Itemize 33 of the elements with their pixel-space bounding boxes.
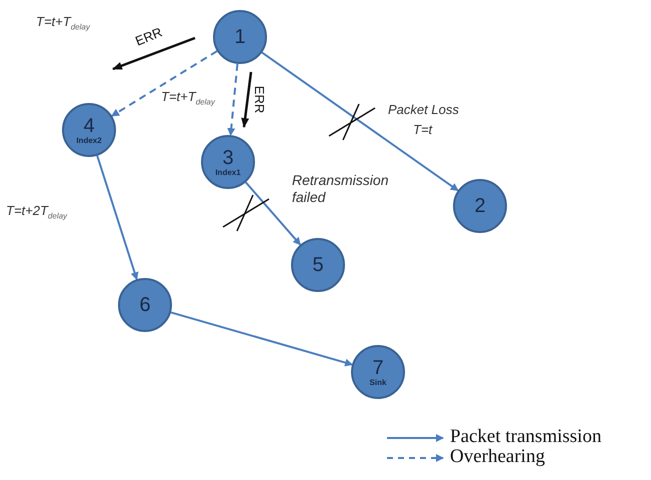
annotation: T=t — [413, 122, 432, 137]
node-circle — [118, 278, 172, 332]
arrow — [227, 64, 238, 136]
node-caption: Index1 — [215, 168, 241, 176]
legend-text: Packet transmission — [450, 426, 602, 448]
node-number: 7 — [372, 358, 384, 378]
node-circle — [291, 238, 345, 292]
annotation: Packet Loss — [388, 102, 459, 117]
node-number: 2 — [474, 196, 486, 216]
arrow — [96, 155, 138, 280]
node-caption: Sink — [370, 378, 386, 386]
timing-label: T=t+T$_{delay}$ — [161, 89, 215, 107]
node-caption: Index2 — [76, 136, 102, 144]
arrow — [111, 50, 218, 117]
node-number: 3 — [222, 148, 234, 168]
error-label: ERR — [252, 86, 268, 114]
timing-label: T=t+T$_{delay}$ — [36, 14, 90, 32]
node-number: 6 — [139, 295, 151, 315]
timing-label: T=t+2T$_{delay}$ — [6, 203, 68, 221]
error-label: ERR — [133, 24, 164, 49]
node-circle — [351, 345, 405, 399]
node-circle — [453, 179, 507, 233]
arrow — [262, 52, 459, 192]
annotation: Retransmission failed — [292, 172, 390, 206]
node-number: 1 — [234, 27, 246, 47]
arrow — [245, 182, 301, 246]
legend-text: Overhearing — [450, 446, 545, 468]
node-circle — [201, 135, 255, 189]
node-circle — [213, 10, 267, 64]
node-number: 4 — [83, 116, 95, 136]
node-circle — [62, 103, 116, 157]
arrow — [170, 312, 354, 366]
node-number: 5 — [312, 255, 324, 275]
